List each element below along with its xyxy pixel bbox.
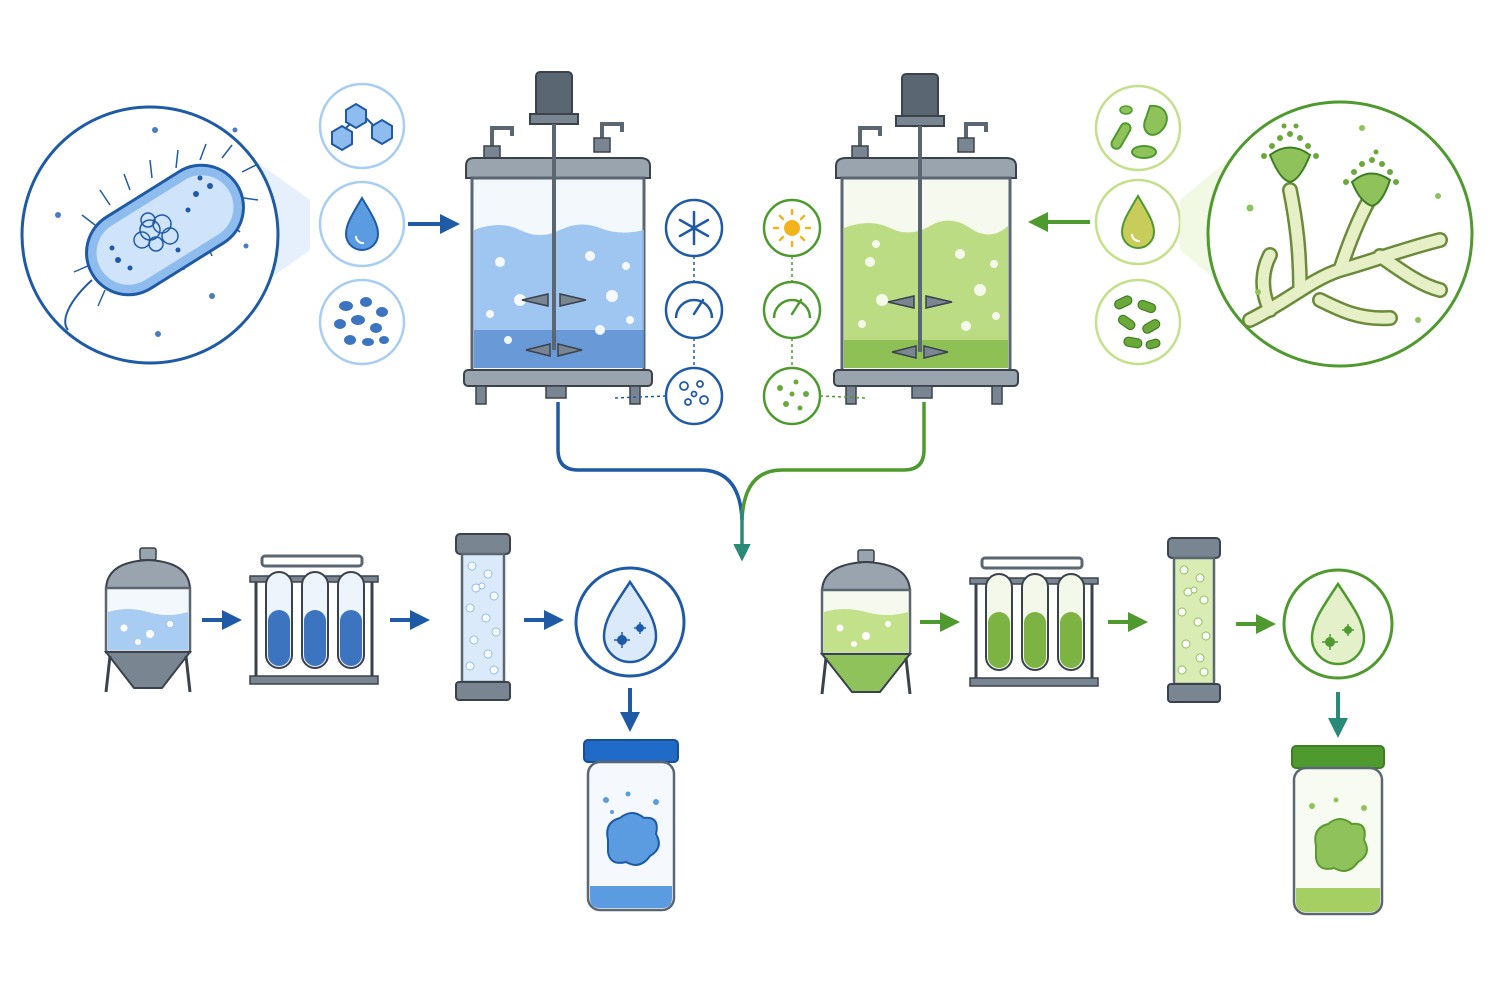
molecule-icon [318, 82, 406, 170]
bacterial-bioreactor [463, 71, 653, 405]
cell-culture-icon [664, 366, 724, 426]
fungus-source [1180, 100, 1474, 368]
water-drop-icon [318, 180, 406, 268]
fungal-product-jar [1291, 745, 1385, 916]
bacterial-chromatography-column [455, 533, 511, 701]
merge-flow [556, 402, 926, 562]
bacterium-cell-icon [64, 143, 259, 331]
bacterial-settling-tank [103, 547, 193, 693]
fungal-chromatography-column [1167, 537, 1221, 703]
purified-drop-icon [574, 566, 686, 678]
bacteria-condition-connector [613, 256, 695, 399]
pressure-gauge-icon [664, 280, 724, 340]
bacteria-source [20, 105, 310, 365]
pressure-gauge-icon-fungal [762, 280, 822, 340]
fungal-filter-rack [969, 556, 1099, 687]
granules-icon-fungal [1094, 278, 1182, 366]
bacterial-product-jar [583, 739, 679, 912]
cell-culture-icon-fungal [762, 366, 822, 426]
snowflake-icon [664, 198, 724, 258]
sun-icon [762, 198, 822, 258]
plant-matter-icon [1094, 84, 1182, 172]
fungal-bioreactor [833, 73, 1019, 405]
fungal-settling-tank [819, 549, 913, 695]
purified-drop-icon-fungal [1282, 568, 1394, 680]
bacterial-filter-rack [249, 554, 379, 685]
fungus-condition-connector [791, 256, 867, 399]
granules-icon [318, 278, 406, 366]
conidiophore-icon [1261, 123, 1399, 208]
oil-drop-icon [1094, 178, 1182, 266]
fungal-mycelium-icon [1242, 182, 1448, 328]
